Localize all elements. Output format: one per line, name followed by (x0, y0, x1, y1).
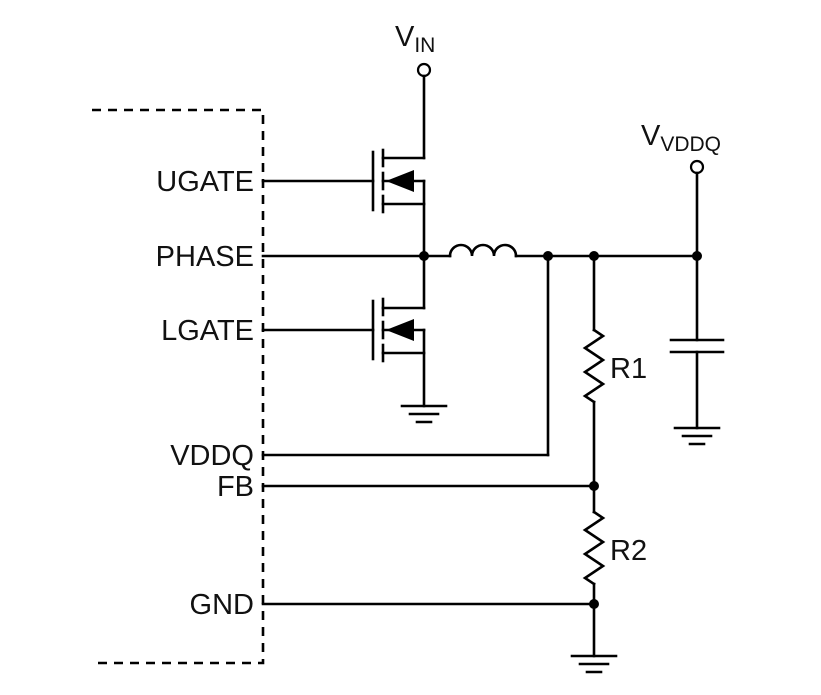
fb-junction (589, 481, 599, 491)
pin-vddq-label: VDDQ (170, 440, 254, 472)
pin-ugate-label: UGATE (156, 166, 254, 198)
inductor (448, 243, 518, 258)
gnd-junction (589, 599, 599, 609)
ground-icon (400, 404, 448, 424)
ground-icon (673, 426, 721, 446)
r1-resistor (582, 328, 606, 404)
lower-mosfet (261, 254, 426, 408)
vin-terminal[interactable] (416, 62, 432, 78)
pin-lgate-label: LGATE (161, 315, 254, 347)
r1-label: R1 (610, 353, 647, 385)
vvddq-terminal[interactable] (689, 159, 705, 175)
vvddq-label: VVDDQ (641, 120, 721, 156)
pin-fb-label: FB (217, 471, 254, 503)
pin-gnd-label: GND (190, 589, 254, 621)
upper-mosfet (261, 148, 426, 258)
vin-label: VIN (395, 21, 435, 57)
ground-icon (570, 654, 618, 674)
r2-resistor (582, 510, 606, 586)
r2-label: R2 (610, 535, 647, 567)
pin-phase-label: PHASE (156, 241, 254, 273)
lower-body-arrow (386, 319, 414, 341)
ic-boundary (92, 108, 265, 665)
output-capacitor (669, 338, 725, 354)
upper-body-arrow (386, 170, 414, 192)
